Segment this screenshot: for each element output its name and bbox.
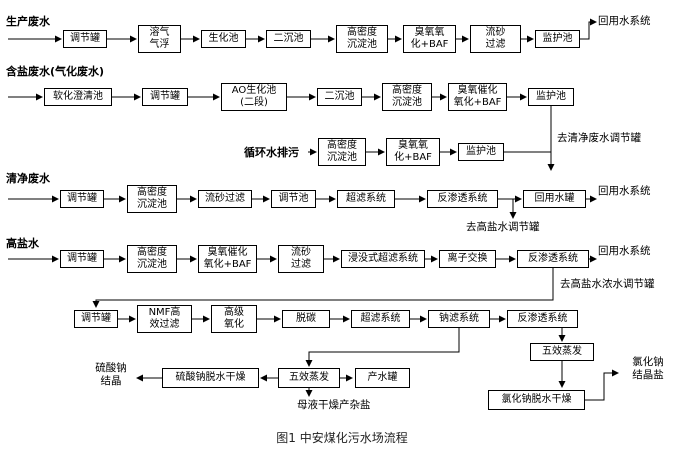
text-sodium-sulfate-crystal: 硫酸钠 结晶 [95,362,127,387]
node-ozone-oxidation-baf-1: 臭氧氧 化+BAF [403,25,456,53]
text-reuse-system-1: 回用水系统 [598,15,651,27]
node-ozone-catalytic-baf-2: 臭氧催化 氧化+BAF [198,245,257,273]
node-high-density-sedimentation-5: 高密度 沉淀池 [127,245,177,273]
node-regulating-tank-3: 调节罐 [60,190,104,208]
text-to-highsalt-regulating-tank: 去高盐水调节罐 [466,221,540,233]
label-circulating-blowdown: 循环水排污 [244,146,299,159]
node-regulating-tank-1: 调节罐 [63,30,107,48]
label-production-wastewater: 生产废水 [6,15,50,28]
label-salty-wastewater: 含盐废水(气化废水) [6,65,105,78]
text-to-highsalt-conc-regulating-tank: 去高盐水浓水调节罐 [560,278,655,290]
node-regulating-tank-2: 调节罐 [142,88,188,106]
node-product-water-tank: 产水罐 [355,368,410,388]
node-sodium-chloride-drying: 氯化钠脱水干燥 [488,390,585,410]
node-regulating-tank-4: 调节罐 [60,250,104,268]
node-nmf-filter: NMF高 效过滤 [137,305,192,333]
node-guard-pool-3: 监护池 [458,143,504,161]
node-sand-filter-1: 流砂 过滤 [470,25,521,53]
node-reverse-osmosis-2: 反渗透系统 [517,250,589,268]
node-ozone-catalytic-baf-1: 臭氧催化 氧化+BAF [448,83,507,111]
text-sodium-chloride-crystal-salt: 氯化钠 结晶盐 [632,356,664,381]
node-ao-biochemical-pool: AO生化池 (二段) [221,83,287,111]
node-guard-pool-1: 监护池 [535,30,580,48]
node-decarbonization: 脱碳 [282,310,330,328]
text-reuse-system-3: 回用水系统 [598,245,651,257]
node-five-effect-evaporation-1: 五效蒸发 [530,343,594,361]
node-submerged-ultrafiltration: 浸没式超滤系统 [341,250,425,268]
node-softening-clarifier: 软化澄清池 [44,88,112,106]
node-ozone-oxidation-baf-2: 臭氧氧 化+BAF [386,138,440,166]
node-regulating-pool: 调节池 [271,190,316,208]
flow-arrow [580,18,597,40]
node-five-effect-evaporation-2: 五效蒸发 [278,368,340,388]
node-high-density-sedimentation-1: 高密度 沉淀池 [336,25,388,53]
node-reverse-osmosis-1: 反渗透系统 [427,190,498,208]
node-ion-exchange: 离子交换 [439,250,496,268]
flow-arrow [585,369,619,401]
text-mother-liquor-salt: 母液干燥产杂盐 [297,399,371,411]
node-guard-pool-2: 监护池 [528,88,574,106]
node-nanofiltration: 钠滤系统 [428,310,490,328]
node-sand-filter-2: 流砂过滤 [198,190,252,208]
node-advanced-oxidation: 高级 氧化 [211,305,257,333]
node-high-density-sedimentation-3: 高密度 沉淀池 [318,138,366,166]
node-reuse-water-tank: 回用水罐 [523,190,586,208]
node-sand-filter-3: 流砂 过滤 [278,245,324,273]
text-to-clean-regulating-tank: 去清净废水调节罐 [557,132,641,144]
node-ultrafiltration-2: 超滤系统 [351,310,410,328]
flow-arrow [92,268,554,308]
node-secondary-sedimentation-1: 二沉池 [266,30,311,48]
figure-caption: 图1 中安煤化污水场流程 [276,431,408,445]
label-clean-wastewater: 清净废水 [6,172,50,185]
node-biochemical-pool: 生化池 [201,30,246,48]
node-high-density-sedimentation-2: 高密度 沉淀池 [382,83,432,111]
node-regulating-tank-5: 调节罐 [74,310,118,328]
flow-arrow [305,328,460,367]
node-high-density-sedimentation-4: 高密度 沉淀池 [127,185,177,213]
node-dissolved-air-flotation: 溶气 气浮 [138,25,181,53]
node-sodium-sulfate-drying: 硫酸钠脱水干燥 [162,368,259,388]
node-ultrafiltration-1: 超滤系统 [337,190,395,208]
text-reuse-system-2: 回用水系统 [598,185,651,197]
label-high-salt-water: 高盐水 [6,237,39,250]
node-reverse-osmosis-3: 反渗透系统 [507,310,578,328]
node-secondary-sedimentation-2: 二沉池 [317,88,362,106]
